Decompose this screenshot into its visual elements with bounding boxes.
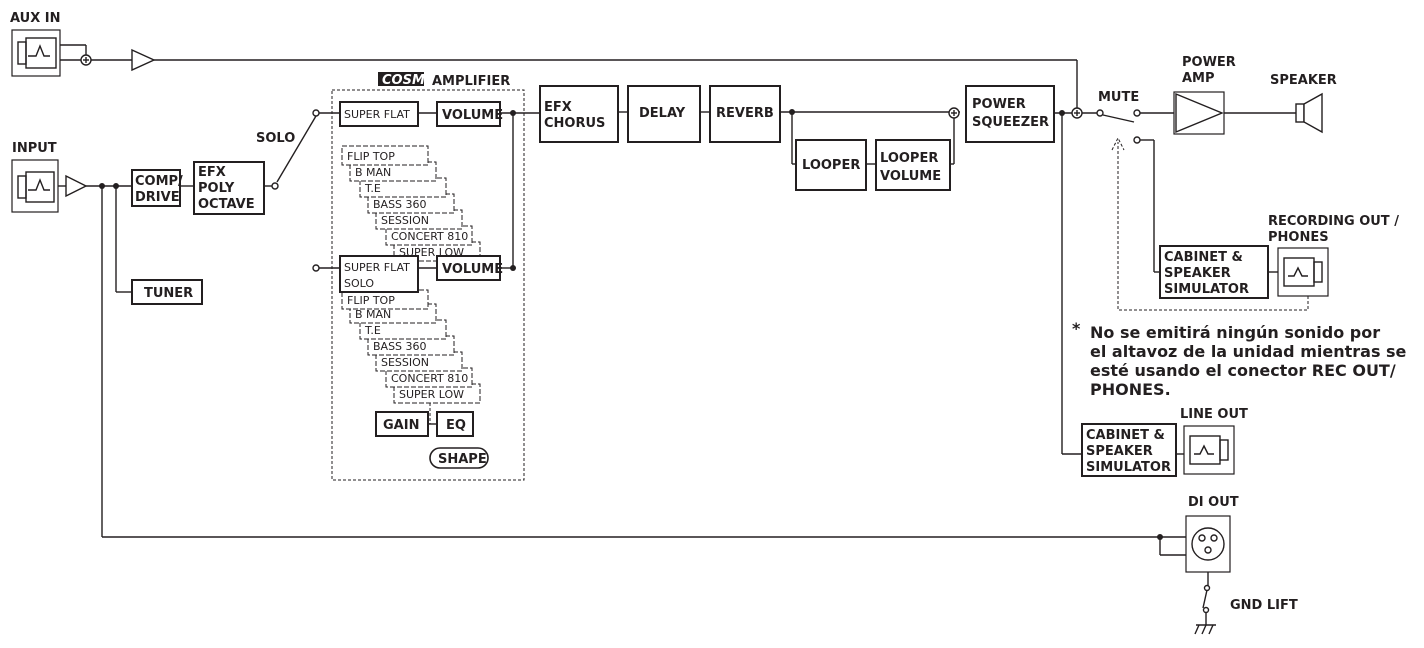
block-tuner: TUNER: [131, 279, 203, 305]
gnd-lift-label: GND LIFT: [1230, 598, 1298, 613]
svg-text:SUPER FLAT: SUPER FLAT: [344, 108, 410, 121]
svg-text:SESSION: SESSION: [381, 356, 429, 369]
input-label: INPUT: [12, 141, 57, 156]
amplifier-container: [331, 89, 525, 481]
svg-text:SQUEEZER: SQUEEZER: [972, 115, 1049, 130]
amplifier-label: AMPLIFIER: [432, 74, 510, 89]
di-out-xlr-icon: [1185, 515, 1231, 573]
block-volume-top: VOLUME: [436, 101, 503, 127]
footnote-line-3: esté usando el conector REC OUT/: [1090, 361, 1396, 380]
block-volume-bottom: VOLUME: [436, 255, 503, 281]
svg-text:GAIN: GAIN: [383, 418, 419, 433]
speaker-label: SPEAKER: [1270, 73, 1337, 88]
svg-text:BASS 360: BASS 360: [373, 198, 427, 211]
svg-text:SUPER FLAT: SUPER FLAT: [344, 261, 410, 274]
switch-contacts: [271, 109, 1211, 614]
aux-in-label: AUX IN: [10, 11, 60, 26]
footnote-line-1: No se emitirá ningún sonido por: [1090, 323, 1380, 342]
svg-text:VOLUME: VOLUME: [880, 169, 941, 184]
svg-text:TUNER: TUNER: [144, 286, 193, 301]
power-amp-icon: [1173, 91, 1225, 135]
block-looper: LOOPER: [795, 139, 867, 191]
block-efx-chorus: EFX CHORUS: [539, 85, 619, 143]
footnote: * No se emitirá ningún sonido por el alt…: [1072, 319, 1407, 399]
svg-text:DELAY: DELAY: [639, 106, 686, 121]
svg-text:COSM: COSM: [382, 73, 425, 88]
svg-text:SUPER LOW: SUPER LOW: [399, 388, 464, 401]
block-cabinet-sim-line: CABINET & SPEAKER SIMULATOR: [1081, 423, 1177, 477]
svg-text:EQ: EQ: [446, 418, 466, 433]
block-comp-drive: COMP/ DRIVE: [131, 169, 183, 207]
svg-text:DRIVE: DRIVE: [135, 190, 180, 205]
block-shape: SHAPE: [429, 447, 489, 469]
svg-text:VOLUME: VOLUME: [442, 108, 503, 123]
svg-text:FLIP TOP: FLIP TOP: [347, 150, 395, 163]
block-eq: EQ: [436, 411, 474, 437]
recording-out-jack-icon: [1277, 247, 1329, 297]
line-out-jack-icon: [1183, 425, 1235, 475]
amp-stack-bottom: SUPER LOW CONCERT 810 SESSION BASS 360 T…: [339, 255, 481, 404]
recording-out-label-2: PHONES: [1268, 230, 1329, 245]
svg-text:SIMULATOR: SIMULATOR: [1164, 282, 1249, 297]
block-cabinet-sim-rec: CABINET & SPEAKER SIMULATOR: [1159, 245, 1269, 299]
buffer-triangles: [65, 48, 156, 198]
power-amp-label-2: AMP: [1182, 71, 1215, 86]
svg-text:SOLO: SOLO: [344, 277, 374, 290]
cosm-logo: COSM: [378, 72, 425, 88]
block-power-squeezer: POWER SQUEEZER: [965, 85, 1055, 143]
footnote-line-2: el altavoz de la unidad mientras se: [1090, 342, 1407, 361]
svg-text:CONCERT 810: CONCERT 810: [391, 372, 468, 385]
svg-text:BASS 360: BASS 360: [373, 340, 427, 353]
footnote-line-4: PHONES.: [1090, 380, 1171, 399]
block-looper-volume: LOOPER VOLUME: [875, 139, 951, 191]
junction-dots: [99, 109, 1163, 540]
svg-text:B MAN: B MAN: [355, 166, 391, 179]
block-gain: GAIN: [375, 411, 429, 437]
block-efx-poly-octave: EFX POLY OCTAVE: [193, 161, 265, 215]
speaker-icon: [1295, 92, 1323, 134]
svg-text:B MAN: B MAN: [355, 308, 391, 321]
wires: [58, 44, 1309, 635]
svg-text:EFX: EFX: [544, 100, 572, 115]
svg-text:SPEAKER: SPEAKER: [1164, 266, 1231, 281]
input-jack-icon: [11, 159, 59, 213]
svg-text:VOLUME: VOLUME: [442, 262, 503, 277]
svg-text:FLIP TOP: FLIP TOP: [347, 294, 395, 307]
svg-text:LOOPER: LOOPER: [802, 158, 860, 173]
block-delay: DELAY: [627, 85, 701, 143]
svg-text:CABINET &: CABINET &: [1164, 250, 1243, 265]
svg-text:SHAPE: SHAPE: [438, 452, 487, 467]
power-amp-label-1: POWER: [1182, 55, 1236, 70]
aux-in-jack-icon: [11, 29, 61, 77]
svg-text:CONCERT 810: CONCERT 810: [391, 230, 468, 243]
svg-text:COMP/: COMP/: [135, 174, 183, 189]
svg-text:T.E: T.E: [364, 182, 381, 195]
svg-text:T.E: T.E: [364, 324, 381, 337]
mute-label: MUTE: [1098, 90, 1139, 105]
recording-out-label-1: RECORDING OUT /: [1268, 214, 1399, 229]
svg-text:POLY: POLY: [198, 181, 235, 196]
solo-label: SOLO: [256, 131, 295, 146]
svg-text:SIMULATOR: SIMULATOR: [1086, 460, 1171, 475]
svg-text:OCTAVE: OCTAVE: [198, 197, 255, 212]
block-reverb: REVERB: [709, 85, 781, 143]
svg-text:POWER: POWER: [972, 97, 1026, 112]
svg-text:CABINET &: CABINET &: [1086, 428, 1165, 443]
summing-nodes: [80, 54, 1083, 119]
svg-text:SPEAKER: SPEAKER: [1086, 444, 1153, 459]
svg-text:EFX: EFX: [198, 165, 226, 180]
svg-text:CHORUS: CHORUS: [544, 116, 605, 131]
svg-text:SESSION: SESSION: [381, 214, 429, 227]
di-out-label: DI OUT: [1188, 495, 1239, 510]
svg-text:LOOPER: LOOPER: [880, 151, 938, 166]
line-out-label: LINE OUT: [1180, 407, 1248, 422]
svg-text:REVERB: REVERB: [716, 106, 774, 121]
footnote-asterisk: *: [1072, 319, 1081, 338]
